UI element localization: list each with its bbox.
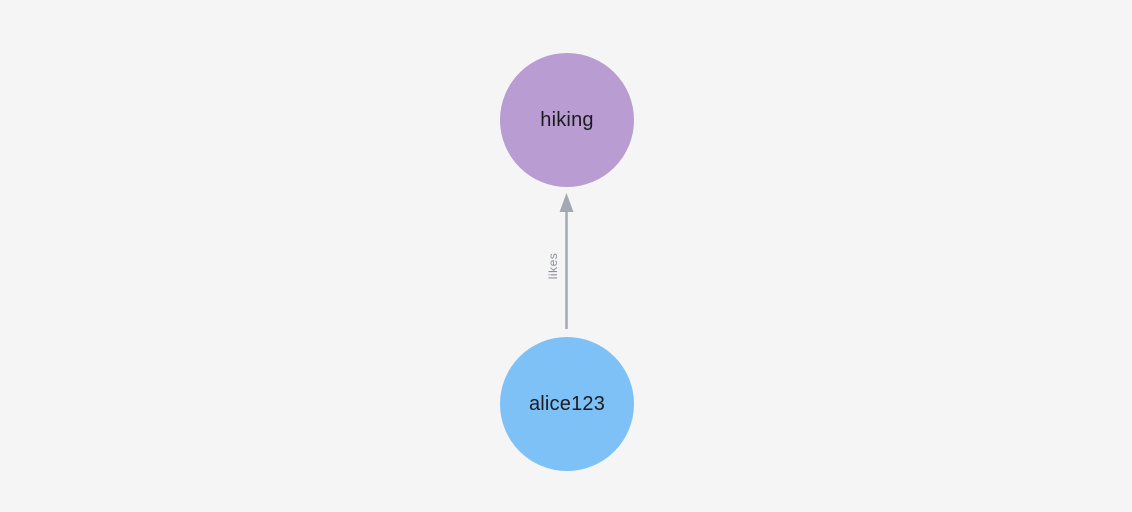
edge-label-likes: likes (546, 252, 560, 280)
node-alice123-label: alice123 (528, 392, 606, 415)
edge-alice123-likes-hiking[interactable] (552, 192, 582, 330)
node-hiking[interactable]: hiking (500, 53, 634, 187)
node-hiking-label: hiking (540, 108, 594, 131)
edge-arrowhead-icon (559, 193, 574, 212)
node-alice123[interactable]: alice123 (500, 337, 634, 471)
